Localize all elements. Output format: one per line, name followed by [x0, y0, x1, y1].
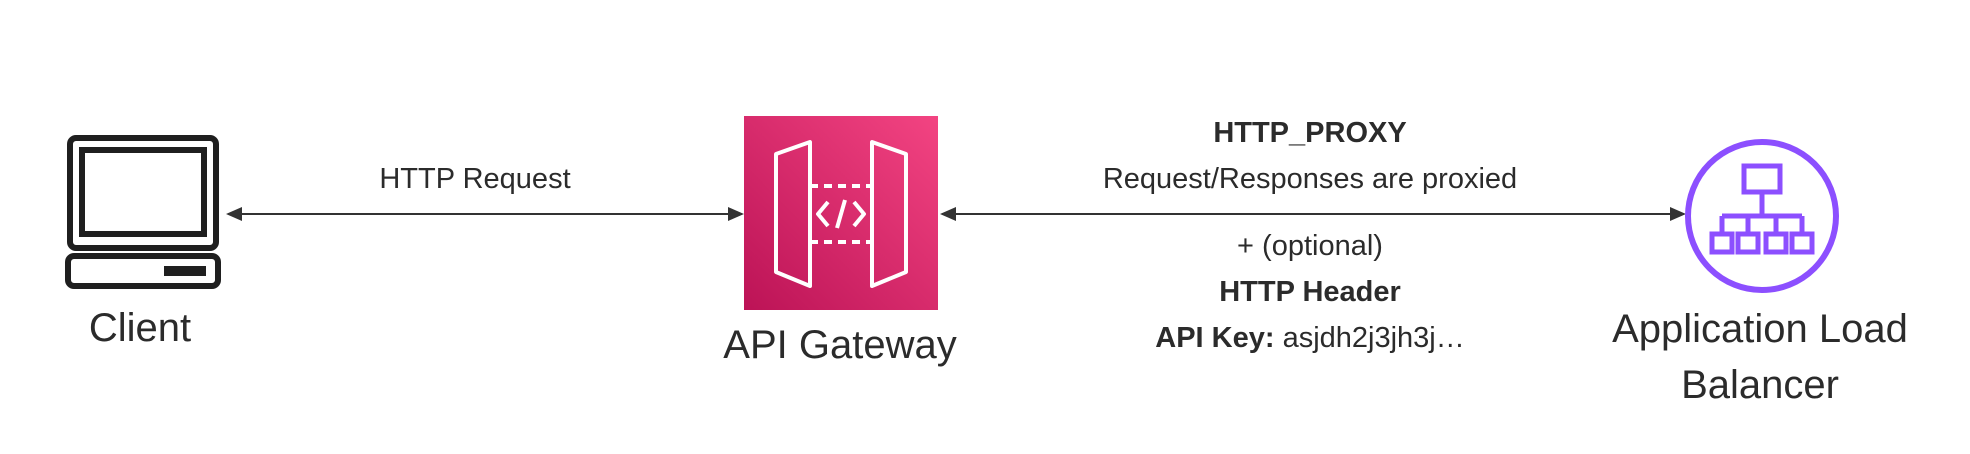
- load-balancer-icon: [1685, 139, 1839, 293]
- api-gateway-icon: [744, 116, 938, 310]
- http-proxy-title: HTTP_PROXY: [1213, 117, 1407, 149]
- alb-label-line1: Application Load: [1612, 307, 1908, 351]
- api-key-label: API Key:: [1155, 322, 1275, 354]
- http-request-label: HTTP Request: [379, 163, 571, 195]
- proxy-description: Request/Responses are proxied: [1102, 163, 1518, 195]
- api-key-value: asjdh2j3jh3j…: [1282, 322, 1465, 354]
- optional-label: + (optional): [1237, 230, 1383, 262]
- client-label: Client: [88, 306, 192, 350]
- http-header-title: HTTP Header: [1219, 276, 1401, 308]
- laptop-icon: [65, 135, 221, 289]
- api-gateway-label: API Gateway: [723, 323, 957, 367]
- alb-label-line2: Balancer: [1681, 363, 1839, 407]
- api-key-line: API Key: asjdh2j3jh3j…: [1060, 322, 1560, 355]
